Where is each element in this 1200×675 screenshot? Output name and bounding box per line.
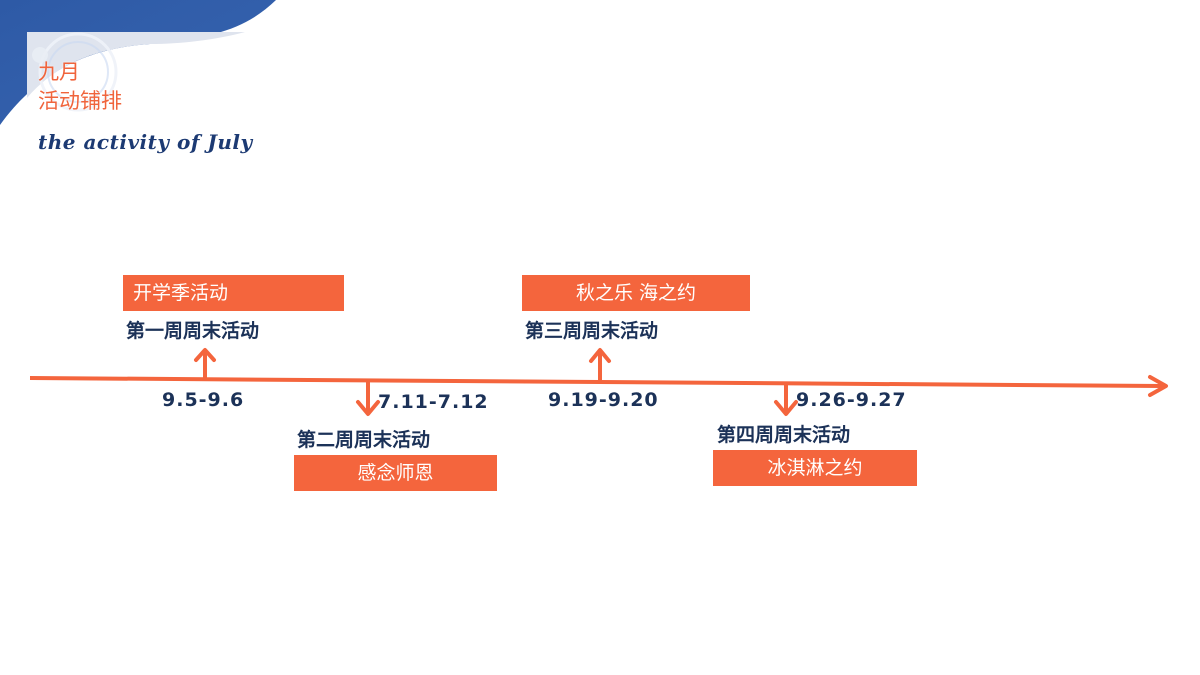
activity-tag: 冰淇淋之约 xyxy=(713,450,917,486)
activity-tag: 开学季活动 xyxy=(123,275,344,311)
week-label: 第三周周末活动 xyxy=(525,320,659,342)
page-title: 九月 活动铺排 xyxy=(38,58,122,116)
corner-decoration xyxy=(0,0,276,125)
activity-name: 感念师恩 xyxy=(357,462,434,484)
arrow-up-icon xyxy=(589,348,611,381)
timeline-end-arrowhead-icon xyxy=(1148,375,1168,397)
date-label: 7.11-7.12 xyxy=(378,391,489,413)
activity-name: 秋之乐 海之约 xyxy=(575,282,697,304)
title-activity-plan: 活动铺排 xyxy=(38,89,122,113)
activity-name: 冰淇淋之约 xyxy=(767,457,863,479)
activity-tag: 感念师恩 xyxy=(294,455,497,491)
week-label: 第二周周末活动 xyxy=(297,429,431,451)
date-label: 9.19-9.20 xyxy=(548,389,659,411)
date-label: 9.5-9.6 xyxy=(162,389,245,411)
arrow-down-icon xyxy=(356,380,380,416)
activity-tag: 秋之乐 海之约 xyxy=(522,275,750,311)
activity-name: 开学季活动 xyxy=(133,282,229,304)
subtitle: the activity of July xyxy=(38,130,253,154)
arrow-up-icon xyxy=(194,348,216,378)
week-label: 第一周周末活动 xyxy=(126,320,260,342)
week-label: 第四周周末活动 xyxy=(717,424,851,446)
title-month: 九月 xyxy=(38,60,80,84)
arrow-down-icon xyxy=(774,383,798,416)
date-label: 9.26-9.27 xyxy=(796,389,907,411)
